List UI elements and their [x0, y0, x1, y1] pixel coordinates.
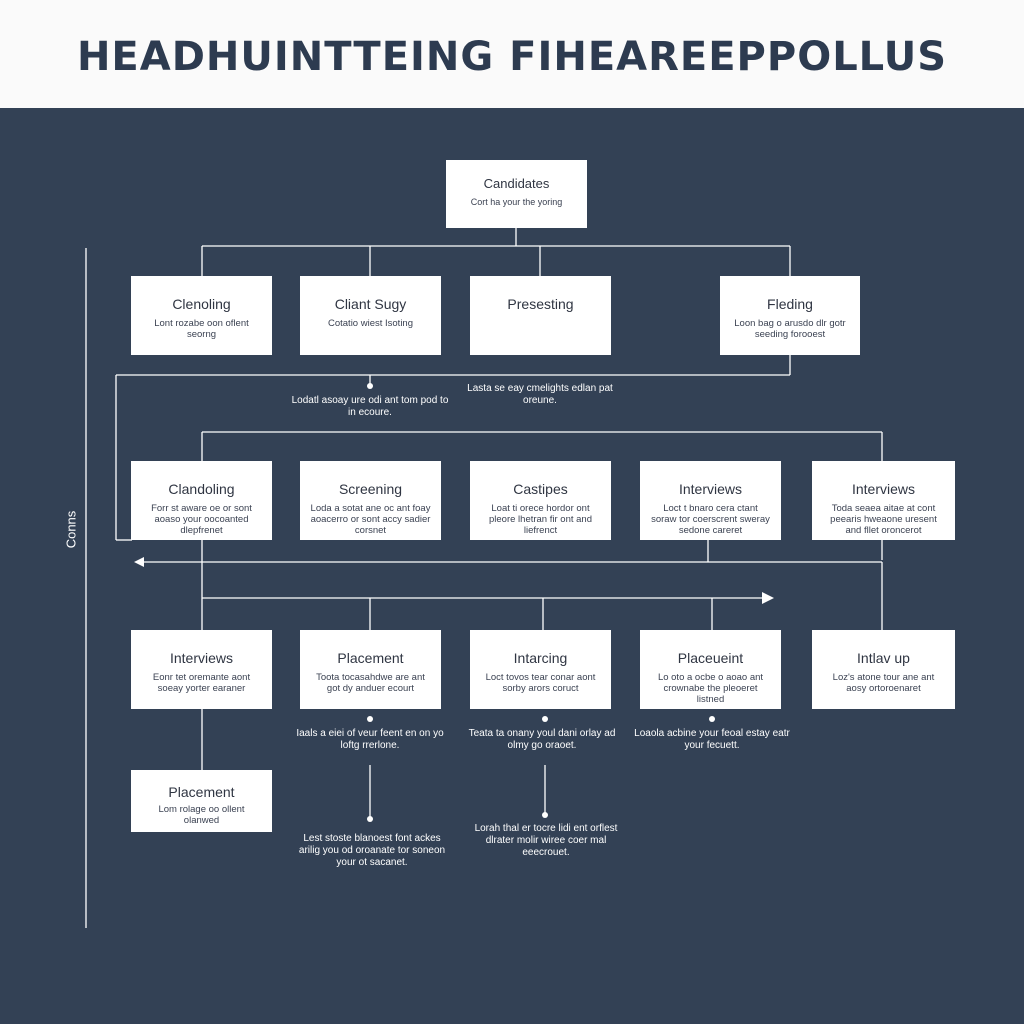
node-row3-5: Intlav up Loz's atone tour ane ant aosy …: [812, 630, 955, 709]
node-row3-1: Interviews Eonr tet oremante aont soeay …: [131, 630, 272, 709]
node-row1-3: Presesting: [470, 276, 611, 355]
node-row1-2: Cliant Sugy Cotatio wiest Isoting: [300, 276, 441, 355]
arrow-right-icon: [762, 592, 774, 604]
node-row1-4: Fleding Loon bag o arusdo dlr gotr seedi…: [720, 276, 860, 355]
node-title: Placeueint: [677, 650, 744, 666]
node-title: Interviews: [851, 481, 916, 497]
node-row2-4: Interviews Loct t bnaro cera ctant soraw…: [640, 461, 781, 540]
node-desc: Cort ha your the yoring: [470, 197, 563, 207]
node-row2-5: Interviews Toda seaea aitae at cont peea…: [812, 461, 955, 540]
node-row3-4: Placeueint Lo oto a ocbe o aoao ant crow…: [640, 630, 781, 709]
node-desc: Loat ti orece hordor ont pleore lhetran …: [489, 503, 592, 536]
node-desc: Loda a sotat ane oc ant foay aoacerro or…: [310, 503, 431, 536]
note: Lest stoste blanoest font ackes arilig y…: [298, 833, 446, 868]
node-title: Candidates: [483, 176, 550, 191]
note: Iaals a eiei of veur feent en on yo loft…: [296, 728, 444, 751]
node-desc: Loz's atone tour ane ant aosy ortoroenar…: [832, 672, 935, 694]
node-title: Fleding: [767, 296, 813, 312]
node-desc: Lom rolage oo ollent olanwed: [158, 804, 245, 826]
node-candidates: Candidates Cort ha your the yoring: [446, 160, 587, 228]
node-title: Clandoling: [168, 481, 235, 497]
node-title: Intarcing: [513, 650, 568, 666]
node-desc: Toda seaea aitae at cont peearis hweaone…: [830, 503, 937, 536]
arrow-left-icon: [134, 557, 144, 567]
node-title: Presesting: [507, 296, 574, 312]
note: Teata ta onany youl dani orlay ad olmy g…: [468, 728, 616, 751]
node-title: Intlav up: [857, 650, 910, 666]
node-row2-1: Clandoling Forr st aware oe or sont aoas…: [131, 461, 272, 540]
node-desc: Loon bag o arusdo dlr gotr seeding foroo…: [734, 318, 846, 340]
node-title: Interviews: [169, 650, 234, 666]
node-desc: Cotatio wiest Isoting: [327, 318, 413, 329]
node-desc: Lont rozabe oon oflent seorng: [154, 318, 249, 340]
node-row1-1: Clenoling Lont rozabe oon oflent seorng: [131, 276, 272, 355]
node-desc: Lo oto a ocbe o aoao ant crownabe the pl…: [657, 672, 764, 705]
node-title: Castipes: [513, 481, 568, 497]
node-title: Placement: [168, 784, 235, 800]
node-title: Screening: [338, 481, 403, 497]
side-axis-label: Conns: [63, 510, 79, 549]
note: Lodatl asoay ure odi ant tom pod to in e…: [291, 395, 449, 418]
node-row3-3: Intarcing Loct tovos tear conar aont sor…: [470, 630, 611, 709]
node-desc: Forr st aware oe or sont aoaso your ooco…: [151, 503, 252, 536]
title-banner: HEADHUINTTEING FIHEAREEPPOLLUS: [0, 0, 1024, 108]
note: Lorah thal er tocre lidi ent orflest dlr…: [474, 823, 618, 858]
page-title: HEADHUINTTEING FIHEAREEPPOLLUS: [76, 34, 948, 80]
node-title: Interviews: [678, 481, 743, 497]
node-desc: Eonr tet oremante aont soeay yorter eara…: [152, 672, 251, 694]
note: Loaola acbine your feoal estay eatr your…: [634, 728, 790, 751]
node-desc: Toota tocasahdwe are ant got dy anduer e…: [316, 672, 425, 694]
node-row2-2: Screening Loda a sotat ane oc ant foay a…: [300, 461, 441, 540]
node-row2-3: Castipes Loat ti orece hordor ont pleore…: [470, 461, 611, 540]
note: Lasta se eay cmelights edlan pat oreune.: [467, 383, 613, 406]
node-bottom-placement: Placement Lom rolage oo ollent olanwed: [131, 770, 272, 832]
node-desc: Loct tovos tear conar aont sorby arors c…: [485, 672, 596, 694]
node-desc: Loct t bnaro cera ctant soraw tor coersc…: [651, 503, 770, 536]
node-title: Clenoling: [172, 296, 231, 312]
node-row3-2: Placement Toota tocasahdwe are ant got d…: [300, 630, 441, 709]
node-title: Placement: [337, 650, 404, 666]
node-title: Cliant Sugy: [334, 296, 407, 312]
